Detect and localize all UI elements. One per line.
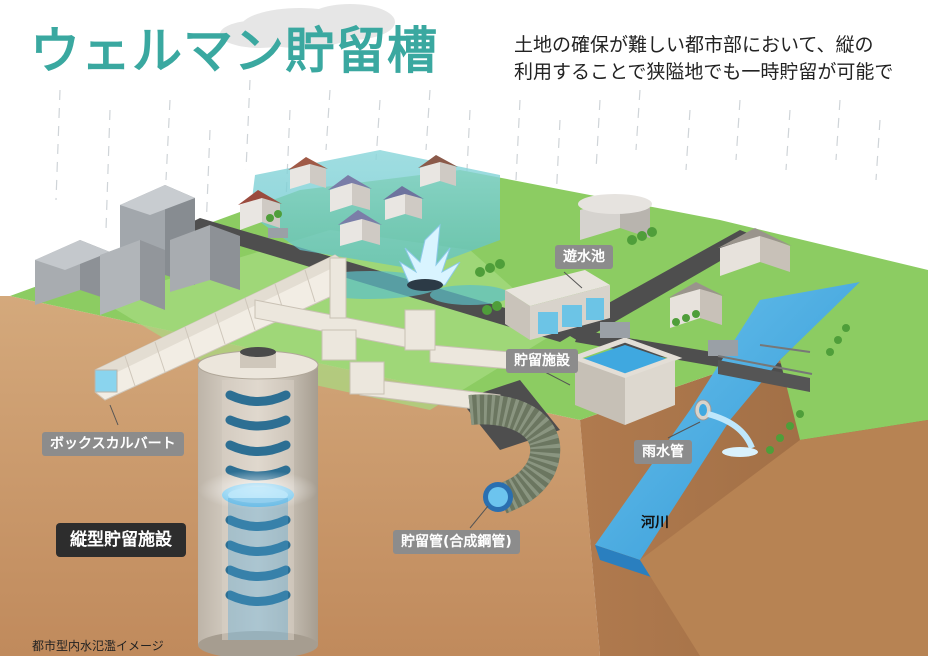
label-storage-pipe: 貯留管(合成鋼管): [393, 530, 520, 554]
trees: [266, 210, 850, 454]
leader-lines: [109, 271, 701, 529]
description-line-1: 土地の確保が難しい都市部において、縦の: [514, 34, 874, 56]
label-box-culvert: ボックスカルバート: [42, 432, 184, 456]
label-rainwater-pipe: 雨水管: [634, 440, 692, 464]
water-spout: [398, 223, 461, 291]
label-river: 河川: [641, 515, 669, 531]
description-line-2: 利用することで狭隘地でも一時貯留が可能で: [514, 61, 894, 83]
vehicles: [268, 228, 738, 356]
rain: [55, 79, 881, 231]
image-caption: 都市型内水氾濫イメージ: [32, 639, 164, 653]
bridge: [717, 344, 813, 392]
storage-facility: [567, 337, 683, 425]
page-title: ウェルマン貯留槽: [30, 22, 438, 80]
retention-pond: [505, 270, 610, 340]
pipes: [254, 257, 546, 413]
vertical-shaft: [197, 347, 319, 656]
houses: [238, 155, 792, 328]
label-vertical-storage: 縦型貯留施設: [56, 523, 186, 557]
rainwater-outlet: [694, 399, 758, 457]
label-storage-facility: 貯留施設: [506, 349, 578, 373]
riverbank: [640, 270, 928, 656]
clouds: [220, 4, 395, 48]
description: 土地の確保が難しい都市部において、縦の 利用することで狭隘地でも一時貯留が可能で: [514, 32, 928, 86]
label-retention-pond: 遊水池: [555, 245, 613, 269]
box-culvert: [94, 254, 346, 401]
office-buildings: [35, 185, 240, 315]
storage-pipe: [468, 394, 561, 514]
